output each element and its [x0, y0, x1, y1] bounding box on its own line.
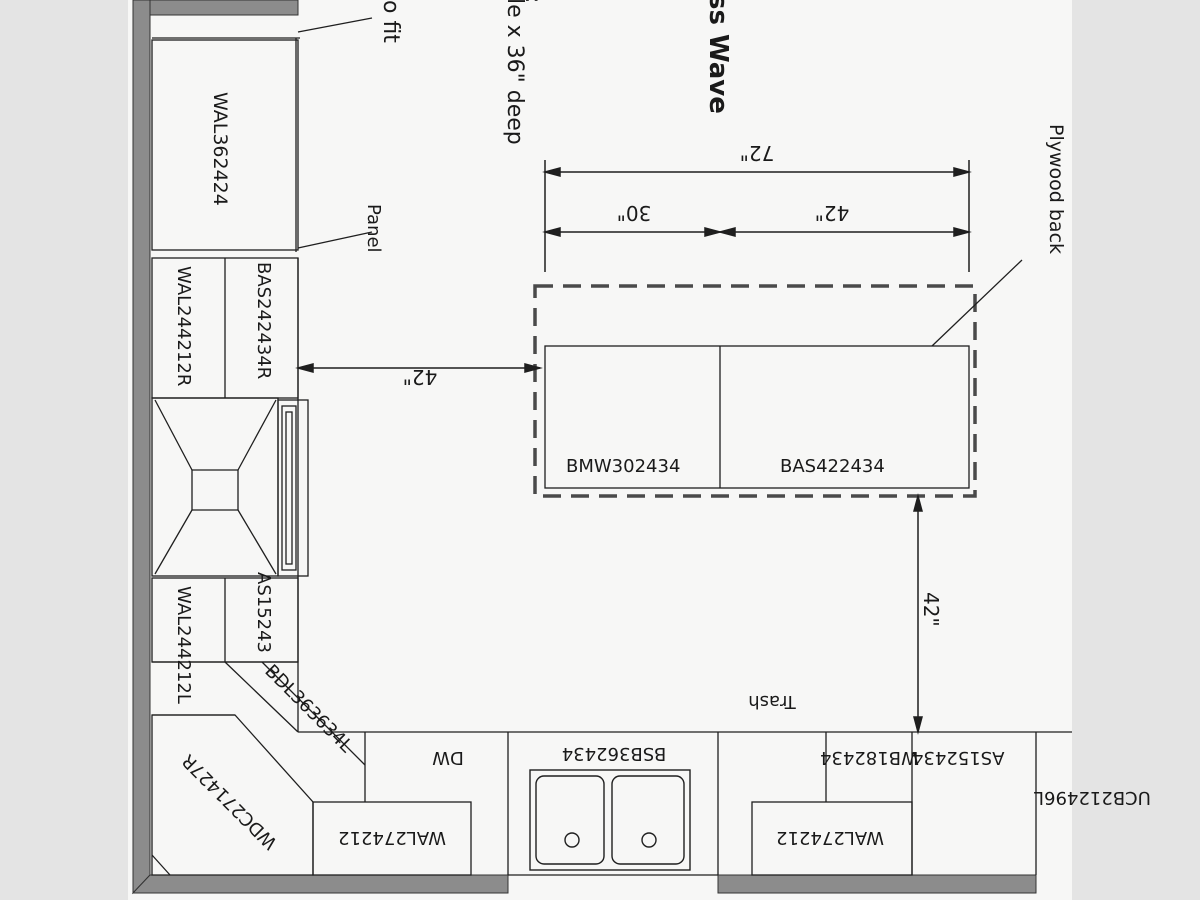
range-hood [154, 399, 309, 577]
left-wall [132, 0, 151, 895]
top-wall [149, 0, 299, 16]
island-cabinets [544, 345, 970, 489]
panel-leader [297, 231, 373, 249]
label-wal244212l: WAL244212L [173, 586, 194, 704]
label-wal244212r: WAL244212R [173, 266, 194, 386]
label-as15243: AS15243 [253, 572, 274, 653]
label-as152434: AS152434 [912, 747, 1004, 768]
dim-72-label: 72" [740, 141, 775, 165]
wal362424-box [151, 39, 299, 251]
label-bmw302434: BMW302434 [566, 456, 680, 477]
sink-bowl-left [535, 775, 605, 865]
to-fit-leader [297, 17, 373, 33]
label-bas422434: BAS422434 [780, 456, 885, 477]
dimensions [295, 17, 972, 735]
plywood-leader [931, 259, 1023, 347]
label-bas242434r: BAS242434R [253, 262, 274, 379]
range-unit [277, 399, 309, 577]
label-dw: DW [432, 747, 464, 768]
dim-30-label: 30" [617, 201, 652, 225]
dim-aisle-bottom-label: 42" [919, 592, 943, 627]
island [533, 259, 1023, 498]
label-wal274212-right: WAL274212 [776, 827, 884, 848]
island-footprint [533, 284, 977, 498]
label-wb182434: WB182434 [820, 747, 919, 768]
label-plywood-back: Plywood back [1045, 124, 1067, 254]
wave-title: ss Wave [703, 0, 733, 114]
label-ucb212496l: UCB212496L [1034, 787, 1151, 808]
drain-left-icon [564, 832, 580, 848]
left-run [151, 37, 300, 732]
walls [131, 0, 1037, 895]
dim-42-label: 42" [815, 201, 850, 225]
sink [529, 769, 691, 871]
header-colon: : [520, 0, 545, 3]
label-panel: Panel [363, 204, 384, 253]
label-bsb362434: BSB362434 [562, 743, 667, 764]
label-wal274212-left: WAL27421​2 [338, 827, 446, 848]
paper-sheet [128, 0, 1072, 900]
bottom-wall-left [131, 874, 509, 894]
wal274212-left-box [312, 801, 472, 876]
depth-note: le x 36" deep [502, 0, 527, 145]
label-trash: Trash [748, 691, 797, 712]
sink-bowl-right [611, 775, 685, 865]
label-wal362424: WAL362424 [209, 92, 231, 206]
to-fit-note: o fit [378, 0, 403, 43]
bottom-run [151, 661, 1072, 876]
dim-aisle-left-label: 42" [403, 365, 438, 389]
bottom-wall-right [717, 874, 1037, 894]
sink-outline [529, 769, 691, 871]
drain-right-icon [641, 832, 657, 848]
